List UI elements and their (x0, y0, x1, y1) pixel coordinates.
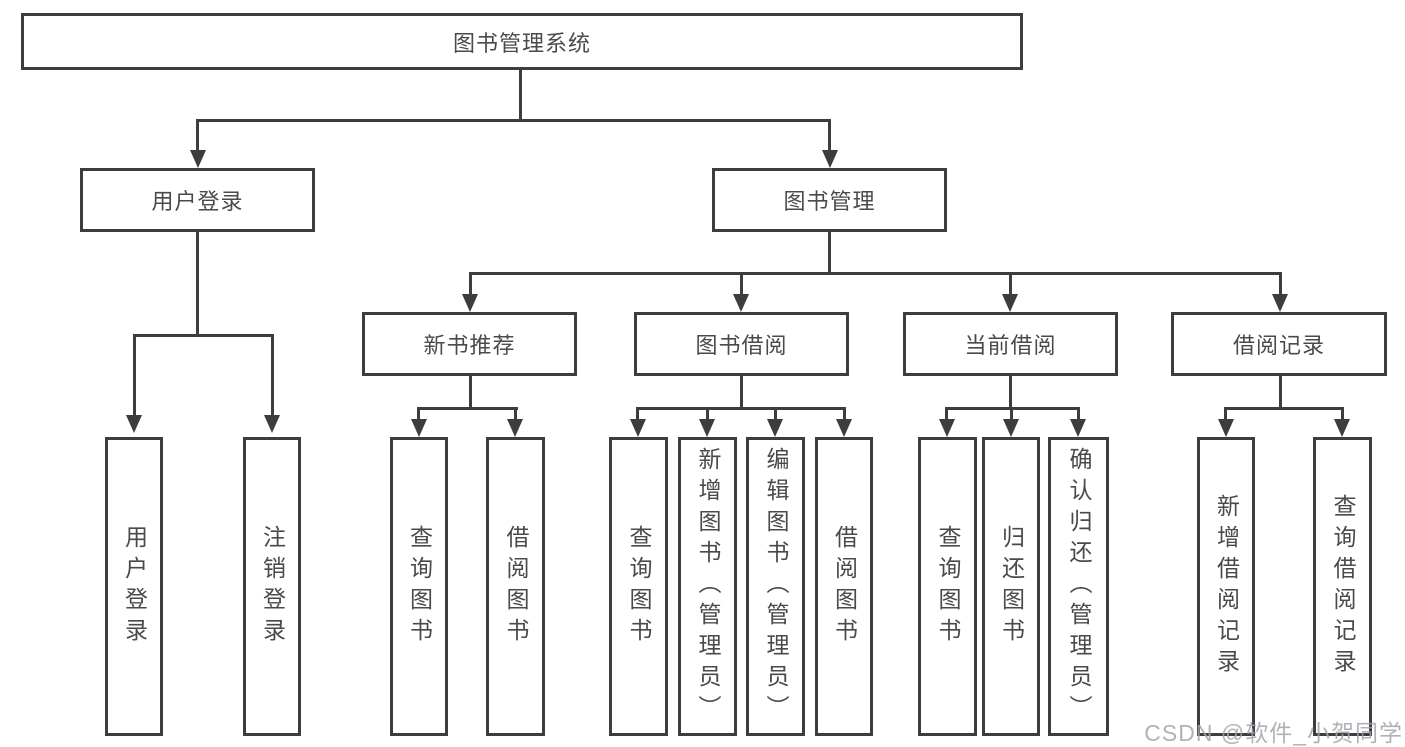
connector-drop-level3 (1279, 272, 1282, 296)
leaf-borrow-books-recommendation: 借阅图书 (486, 437, 545, 736)
connector-drop-leaf (636, 407, 639, 421)
node-new-book-recommendation: 新书推荐 (362, 312, 577, 376)
connector-drop-leaf (843, 407, 846, 421)
connector-user-login-stem (196, 232, 199, 337)
leaf-label: 新增借阅记录 (1213, 493, 1240, 680)
leaf-label: 查询图书 (626, 524, 652, 649)
node-label: 新书推荐 (423, 333, 516, 358)
arrow-down-icon (939, 419, 955, 437)
arrow-down-icon (1070, 419, 1086, 437)
connector-drop-leaf (1077, 407, 1080, 421)
leaf-query-books-borrowing: 查询图书 (609, 437, 668, 736)
arrow-down-icon (767, 419, 783, 437)
leaf-label: 查询图书 (935, 524, 961, 649)
node-label: 当前借阅 (964, 333, 1057, 358)
leaf-query-books-current: 查询图书 (918, 437, 977, 736)
arrow-down-icon (836, 419, 852, 437)
leaf-return-books: 归还图书 (982, 437, 1040, 736)
connector-drop-book-management (828, 119, 831, 152)
node-label: 用户登录 (151, 189, 244, 214)
leaf-label: 注销登录 (259, 524, 286, 649)
leaf-logout: 注销登录 (243, 437, 301, 736)
arrow-down-icon (1334, 419, 1350, 437)
connector-root-stem (519, 70, 522, 121)
connector-drop-leaf (514, 407, 517, 421)
leaf-label: 查询借阅记录 (1330, 493, 1356, 680)
arrow-down-icon (1002, 294, 1018, 312)
node-user-login: 用户登录 (80, 168, 315, 232)
leaf-label: 用户登录 (121, 524, 148, 649)
connector-drop-leaf (706, 407, 709, 421)
connector-drop-leaf (774, 407, 777, 421)
leaf-borrow-books-borrowing: 借阅图书 (815, 437, 873, 736)
leaf-add-borrow-record: 新增借阅记录 (1197, 437, 1255, 736)
leaf-edit-book-admin: 编辑图书（管理员） (746, 437, 805, 736)
arrow-down-icon (699, 419, 715, 437)
arrow-down-icon (264, 415, 280, 433)
connector-stem (469, 376, 472, 410)
leaf-label: 借阅图书 (503, 524, 529, 649)
arrow-down-icon (411, 419, 427, 437)
leaf-label: 查询图书 (406, 524, 433, 649)
connector-drop-leaf (417, 407, 420, 421)
arrow-down-icon (733, 294, 749, 312)
leaf-confirm-return-admin: 确认归还（管理员） (1048, 437, 1109, 736)
node-label: 借阅记录 (1232, 333, 1325, 358)
connector-drop-leaf (1224, 407, 1227, 421)
connector-book-management-stem (828, 232, 831, 275)
arrow-down-icon (507, 419, 523, 437)
node-label: 图书管理 (783, 189, 876, 214)
node-current-borrowing: 当前借阅 (903, 312, 1118, 376)
connector-drop-leaf (945, 407, 948, 421)
connector-stem (1279, 376, 1282, 410)
node-book-management: 图书管理 (712, 168, 947, 232)
node-book-borrowing: 图书借阅 (634, 312, 849, 376)
arrow-down-icon (822, 150, 838, 168)
leaf-label: 归还图书 (998, 524, 1025, 649)
leaf-query-borrow-record: 查询借阅记录 (1313, 437, 1372, 736)
leaf-add-book-admin: 新增图书（管理员） (678, 437, 737, 736)
leaf-user-login: 用户登录 (105, 437, 163, 736)
node-label: 图书借阅 (695, 333, 788, 358)
connector-level1-rail (196, 119, 831, 122)
connector-drop-level3 (740, 272, 743, 296)
connector-user-login-rail (133, 334, 274, 337)
connector-level3-rail (469, 272, 1282, 275)
arrow-down-icon (630, 419, 646, 437)
node-label: 图书管理系统 (452, 30, 591, 56)
arrow-down-icon (462, 294, 478, 312)
connector-drop-leaf (1010, 407, 1013, 421)
connector-drop-leaf (271, 334, 274, 416)
connector-drop-leaf (1341, 407, 1344, 421)
arrow-down-icon (190, 150, 206, 168)
connector-rail (417, 407, 518, 410)
node-borrowing-records: 借阅记录 (1171, 312, 1387, 376)
connector-rail (636, 407, 846, 410)
leaf-label: 编辑图书（管理员） (763, 447, 789, 726)
connector-stem (1009, 376, 1012, 410)
node-library-management-system: 图书管理系统 (21, 13, 1023, 70)
connector-drop-user-login (196, 119, 199, 152)
arrow-down-icon (1272, 294, 1288, 312)
arrow-down-icon (126, 415, 142, 433)
connector-drop-level3 (1009, 272, 1012, 296)
csdn-watermark: CSDN @软件_小贺同学 (1144, 720, 1403, 746)
connector-drop-level3 (469, 272, 472, 296)
connector-drop-leaf (133, 334, 136, 416)
arrow-down-icon (1003, 419, 1019, 437)
connector-stem (740, 376, 743, 410)
arrow-down-icon (1218, 419, 1234, 437)
leaf-label: 借阅图书 (831, 524, 858, 649)
leaf-label: 新增图书（管理员） (695, 447, 721, 726)
leaf-query-books-recommendation: 查询图书 (390, 437, 448, 736)
leaf-label: 确认归还（管理员） (1066, 447, 1092, 726)
connector-rail (1224, 407, 1344, 410)
